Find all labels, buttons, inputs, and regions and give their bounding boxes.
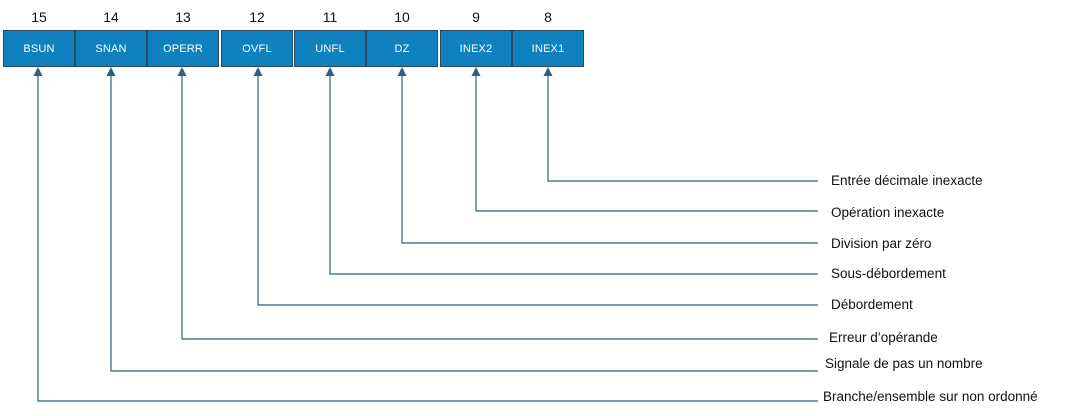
bit-cell-inex2: INEX2 bbox=[440, 30, 512, 67]
description-operr: Erreur d’opérande bbox=[829, 330, 938, 345]
bit-number-8: 8 bbox=[544, 9, 552, 25]
bit-cell-operr: OPERR bbox=[147, 30, 219, 67]
bit-cell-bsun: BSUN bbox=[3, 30, 75, 67]
description-unfl: Sous-débordement bbox=[831, 266, 946, 281]
bit-cell-label: SNAN bbox=[95, 42, 127, 55]
bit-number-9: 9 bbox=[472, 9, 480, 25]
bit-number-13: 13 bbox=[175, 9, 191, 25]
connector-operr bbox=[181, 75, 818, 340]
connector-inex1 bbox=[547, 75, 818, 182]
description-ovfl: Débordement bbox=[831, 297, 913, 312]
bit-cell-label: OVFL bbox=[242, 42, 272, 55]
bit-cell-label: OPERR bbox=[162, 42, 204, 55]
arrowhead-unfl bbox=[325, 67, 335, 76]
arrowhead-inex1 bbox=[543, 67, 553, 76]
description-snan: Signale de pas un nombre bbox=[825, 356, 983, 371]
connector-unfl bbox=[329, 75, 818, 275]
description-bsun: Branche/ensemble sur non ordonné bbox=[823, 389, 1038, 404]
bit-cell-label: INEX2 bbox=[459, 42, 493, 55]
description-inex1: Entrée décimale inexacte bbox=[831, 173, 983, 188]
connector-dz bbox=[401, 75, 818, 244]
bit-cell-label: UNFL bbox=[315, 42, 345, 55]
arrowhead-inex2 bbox=[471, 67, 481, 76]
bit-cell-ovfl: OVFL bbox=[221, 30, 293, 67]
bit-cell-label: INEX1 bbox=[531, 42, 565, 55]
connector-bsun bbox=[37, 75, 818, 402]
arrowhead-bsun bbox=[33, 67, 43, 76]
connector-inex2 bbox=[475, 75, 818, 212]
bit-number-10: 10 bbox=[394, 9, 410, 25]
arrowhead-ovfl bbox=[253, 67, 263, 76]
bit-number-11: 11 bbox=[322, 9, 338, 25]
bit-number-14: 14 bbox=[103, 9, 119, 25]
bit-number-15: 15 bbox=[31, 9, 47, 25]
description-dz: Division par zéro bbox=[831, 236, 932, 251]
bit-cell-dz: DZ bbox=[366, 30, 438, 67]
connector-ovfl bbox=[257, 75, 818, 306]
bit-cell-snan: SNAN bbox=[75, 30, 147, 67]
arrowhead-operr bbox=[177, 67, 187, 76]
bit-cell-label: DZ bbox=[394, 42, 410, 55]
connector-snan bbox=[110, 75, 818, 372]
bit-cell-label: BSUN bbox=[23, 42, 55, 55]
bit-cell-inex1: INEX1 bbox=[512, 30, 584, 67]
description-inex2: Opération inexacte bbox=[831, 205, 945, 220]
bit-cell-unfl: UNFL bbox=[294, 30, 366, 67]
arrowhead-dz bbox=[397, 67, 407, 76]
arrowhead-snan bbox=[106, 67, 116, 76]
bit-number-12: 12 bbox=[249, 9, 265, 25]
